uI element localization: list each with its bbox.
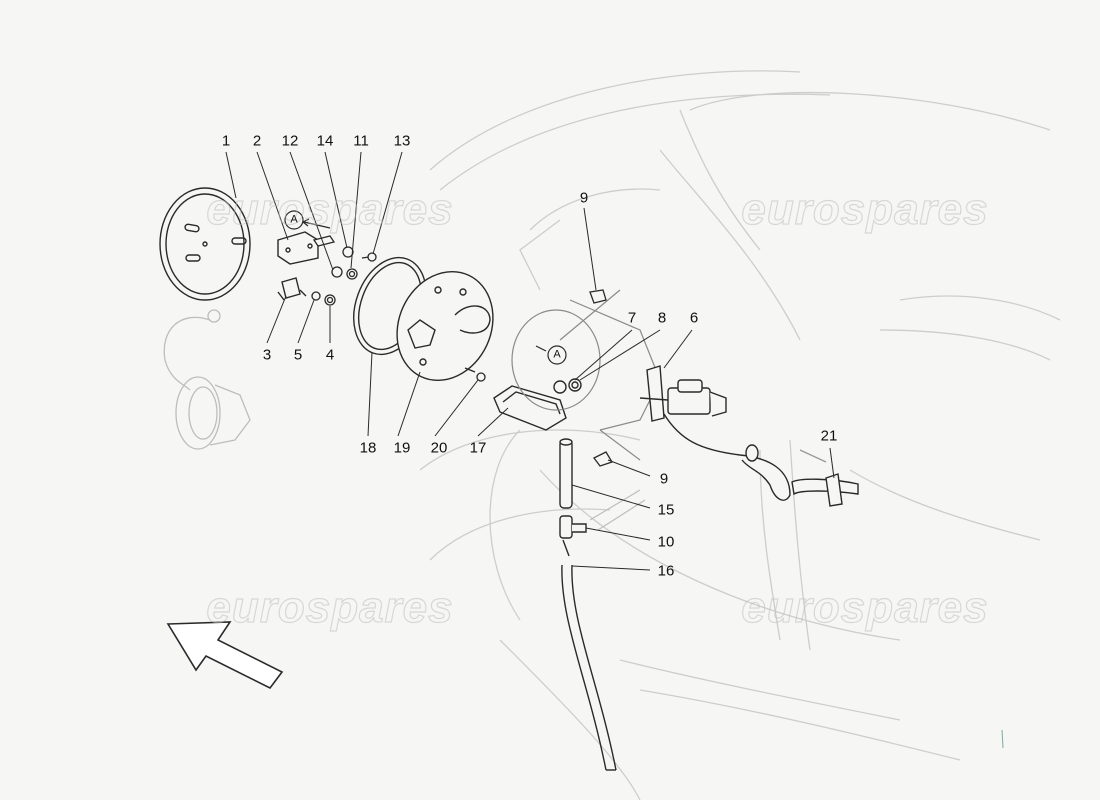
filler-neck-ghost xyxy=(163,309,251,450)
callout-15: 15 xyxy=(657,501,675,519)
part-clip-upper xyxy=(589,289,607,304)
callout-16: 16 xyxy=(657,562,675,580)
part-flap-housing xyxy=(396,270,494,382)
callout-5: 5 xyxy=(293,346,303,364)
callout-21: 21 xyxy=(820,427,838,445)
direction-arrow xyxy=(166,621,284,690)
watermark-top-left: eurospares xyxy=(206,184,454,234)
callout-17: 17 xyxy=(469,439,487,457)
callout-18: 18 xyxy=(359,439,377,457)
part-screw-20 xyxy=(476,372,486,382)
small-fasteners xyxy=(311,235,377,306)
part-flap-lid xyxy=(493,385,567,431)
part-grommets xyxy=(553,378,582,394)
part-connector-10 xyxy=(559,515,587,557)
watermark-bottom-left: eurospares xyxy=(206,582,454,632)
callout-9-upper: 9 xyxy=(579,189,589,207)
watermark-top-right: eurospares xyxy=(741,184,989,234)
ref-label-a-right: A xyxy=(553,348,561,361)
callout-14: 14 xyxy=(316,132,334,150)
part-actuator xyxy=(639,365,791,501)
part-hinge-bracket xyxy=(277,231,319,301)
filler-recess xyxy=(511,289,661,461)
callout-13: 13 xyxy=(393,132,411,150)
watermark-bottom-right: eurospares xyxy=(741,582,989,632)
callout-7: 7 xyxy=(627,309,637,327)
callout-3: 3 xyxy=(262,346,272,364)
callout-19: 19 xyxy=(393,439,411,457)
leader-lines xyxy=(225,151,835,571)
callout-2: 2 xyxy=(252,132,262,150)
car-body-outline xyxy=(419,70,1061,800)
part-drain-tube xyxy=(791,449,859,507)
part-clip-lower xyxy=(593,451,613,467)
part-hose-15 xyxy=(559,438,573,509)
callout-6: 6 xyxy=(689,309,699,327)
corner-mark xyxy=(1001,729,1004,749)
callout-10: 10 xyxy=(657,533,675,551)
ghost-pipe xyxy=(589,489,646,531)
ref-marker-a-right xyxy=(535,345,567,365)
callout-1: 1 xyxy=(221,132,231,150)
callout-4: 4 xyxy=(325,346,335,364)
callout-9-lower: 9 xyxy=(659,470,669,488)
callout-8: 8 xyxy=(657,309,667,327)
callout-11: 11 xyxy=(353,132,369,150)
part-fuel-cap xyxy=(159,187,251,301)
part-drain-hose-16 xyxy=(561,564,617,771)
callout-12: 12 xyxy=(281,132,299,150)
ref-label-a-left: A xyxy=(290,213,298,226)
callout-20: 20 xyxy=(430,439,448,457)
